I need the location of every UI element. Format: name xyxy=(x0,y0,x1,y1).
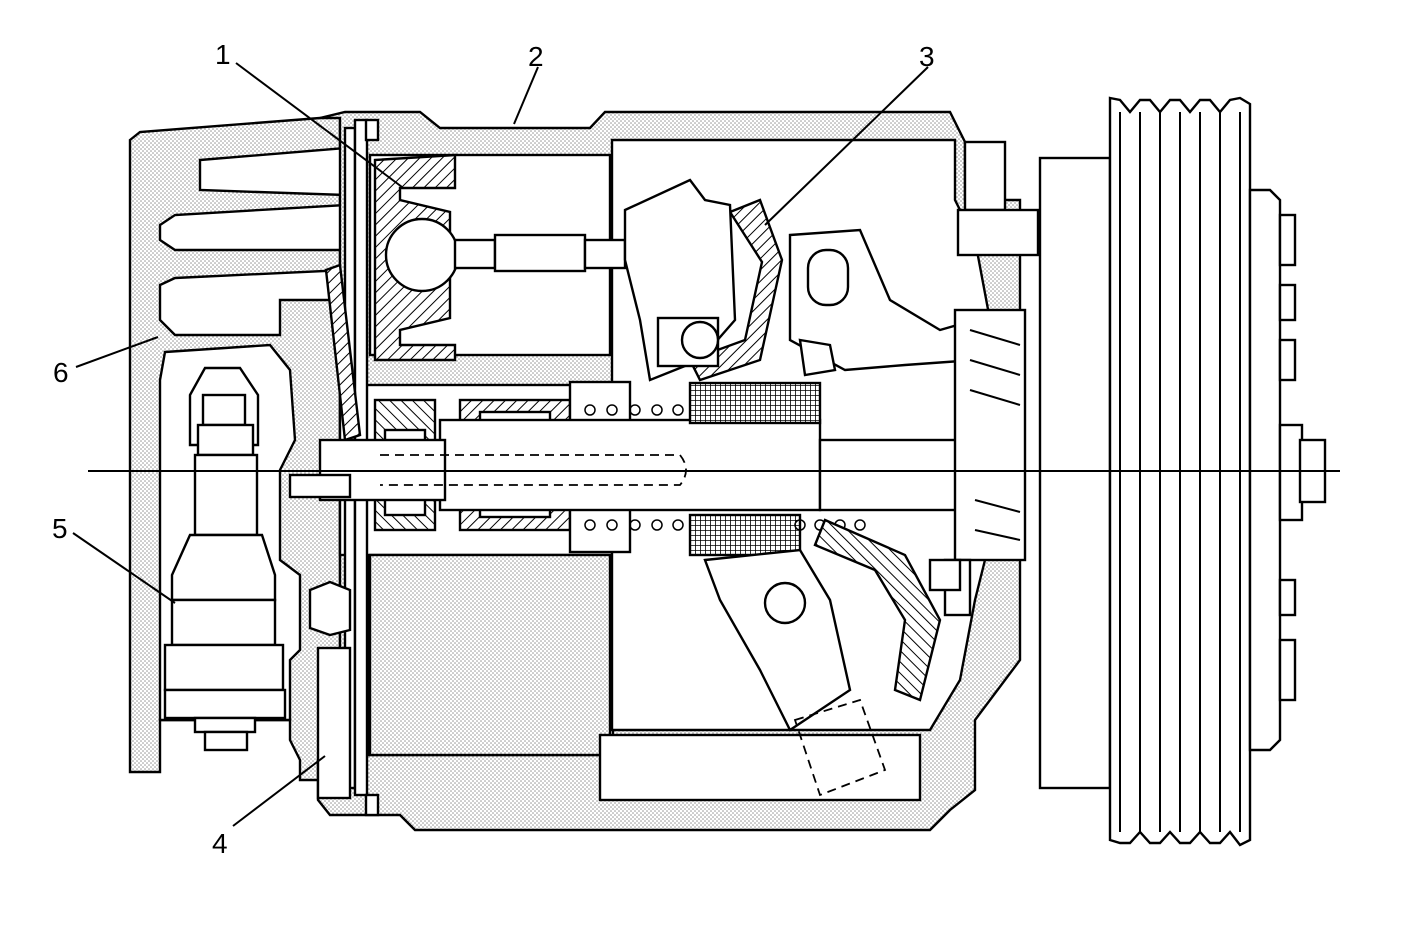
callout-leaders xyxy=(72,62,929,827)
swash-plate xyxy=(623,178,942,797)
callout-4: 4 xyxy=(212,828,228,859)
callout-5: 5 xyxy=(52,513,68,544)
callout-6: 6 xyxy=(53,357,69,388)
control-valve xyxy=(163,366,287,752)
callout-1: 1 xyxy=(215,39,231,70)
suction-reed-valve xyxy=(308,263,362,800)
callout-2: 2 xyxy=(528,41,544,72)
drive-shaft-assembly xyxy=(288,380,962,557)
lower-piston xyxy=(368,553,612,757)
front-head xyxy=(928,140,1040,617)
callout-3: 3 xyxy=(919,41,935,72)
